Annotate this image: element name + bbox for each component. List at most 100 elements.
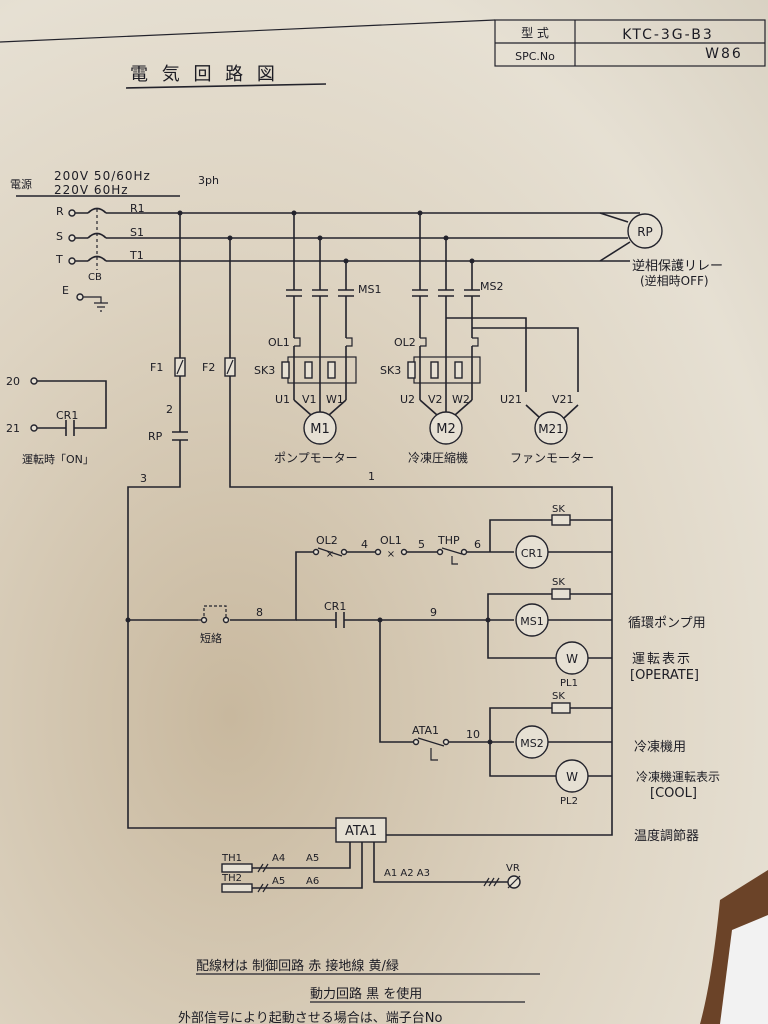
motor-branch-fan: U21 V21 M21 ファンモーター xyxy=(446,317,594,465)
terminal-r: R xyxy=(56,205,64,218)
pl2-label: PL2 xyxy=(560,796,578,807)
sk-label-3: SK xyxy=(552,691,565,702)
sensor-th2: TH2 A5 A6 xyxy=(221,842,363,893)
spc-value: W86 xyxy=(705,46,743,62)
wire-8: 8 xyxy=(256,606,263,619)
terminal-t: T xyxy=(55,253,63,266)
ms2-coil-label: MS2 xyxy=(520,737,543,750)
terminal-t1: T1 xyxy=(129,249,144,262)
ms1-coil-label: MS1 xyxy=(520,615,543,628)
jumper-label: 短絡 xyxy=(200,631,222,645)
label-cool-en: [COOL] xyxy=(650,786,697,801)
m1-label: ポンプモーター xyxy=(274,451,358,465)
svg-text:×: × xyxy=(326,549,334,560)
terminal-w1: W1 xyxy=(326,393,344,406)
motor-branch-1: MS1 OL1 SK3 U1 V1 W1 M1 ポンプモーター xyxy=(254,210,381,465)
label-temp-controller: 温度調節器 xyxy=(634,828,699,844)
terminal-v21: V21 xyxy=(552,393,574,406)
footer-line-3: 外部信号により起動させる場合は、端子台No xyxy=(178,1011,442,1024)
label-operate-jp: 運転表示 xyxy=(632,652,692,667)
sk3-label-2: SK3 xyxy=(380,364,401,377)
ms2-contact-label: MS2 xyxy=(480,280,503,293)
pl1-label: PL1 xyxy=(560,678,578,689)
th1-label: TH1 xyxy=(221,853,242,864)
diagram-title: 電 気 回 路 図 xyxy=(130,64,279,85)
pl2-symbol: W xyxy=(566,770,578,784)
cb-label: CB xyxy=(88,272,102,283)
model-label: 型 式 xyxy=(521,26,549,40)
cr1-contact-label: CR1 xyxy=(324,600,346,613)
external-note: 運転時「ON」 xyxy=(22,453,94,466)
m2-symbol: M2 xyxy=(436,422,456,437)
sensor-th1: TH1 A4 A5 xyxy=(221,842,351,873)
label-operate-en: [OPERATE] xyxy=(630,668,699,683)
wire-9: 9 xyxy=(430,606,437,619)
wire-6: 6 xyxy=(474,538,481,551)
power-line1: 200V 50/60Hz xyxy=(54,169,151,183)
sk-label-1: SK xyxy=(552,504,565,515)
ata1-contact-label: ATA1 xyxy=(412,724,439,737)
ol1-label: OL1 xyxy=(268,336,290,349)
fuse-f1-label: F1 xyxy=(150,361,163,374)
terminal-u21: U21 xyxy=(500,393,522,406)
vr-label: VR xyxy=(506,863,520,874)
a5-label-1: A5 xyxy=(306,853,319,864)
terminal-s1: S1 xyxy=(130,226,144,239)
label-refrig-display: 冷凍機運転表示 xyxy=(636,769,720,784)
rp-note: (逆相時OFF) xyxy=(640,273,709,288)
title-underline xyxy=(125,83,327,89)
motor-m1 xyxy=(303,411,337,445)
cr1-external-label: CR1 xyxy=(56,409,78,422)
motor-branch-2: MS2 OL2 SK3 U2 V2 W2 M2 冷凍圧縮機 xyxy=(380,210,503,465)
motor-m21 xyxy=(534,411,568,445)
power-line2: 220V 60Hz xyxy=(54,183,129,197)
power-label: 電源 xyxy=(10,177,32,191)
wire-3: 3 xyxy=(140,472,147,485)
a6-label: A6 xyxy=(306,876,319,887)
terminal-20: 20 xyxy=(6,375,20,388)
terminal-u2: U2 xyxy=(400,393,415,406)
a5-label-2: A5 xyxy=(272,876,285,887)
footer-line-1: 配線材は 制御回路 赤 接地線 黄/緑 xyxy=(196,958,399,974)
temperature-controller-ata1 xyxy=(335,817,387,843)
rp-symbol: RP xyxy=(637,225,653,239)
wire-10: 10 xyxy=(466,728,480,741)
footer-line-2: 動力回路 黒 を使用 xyxy=(310,986,422,1002)
wire-4: 4 xyxy=(361,538,368,551)
potentiometer-vr: A1 A2 A3 VR xyxy=(373,842,521,889)
fuse-f2-label: F2 xyxy=(202,361,215,374)
pilot-lamp-pl2 xyxy=(555,759,589,793)
m1-symbol: M1 xyxy=(310,422,330,437)
cr1-external-contact xyxy=(65,420,75,436)
rp-contact xyxy=(172,431,188,441)
ata1-box-label: ATA1 xyxy=(345,824,377,839)
ol2-label: OL2 xyxy=(394,336,416,349)
terminal-21: 21 xyxy=(6,422,20,435)
terminal-v2: V2 xyxy=(428,393,443,406)
rp-label: 逆相保護リレー xyxy=(632,258,723,274)
model-value: KTC-3G-B3 xyxy=(622,27,713,43)
ground-icon xyxy=(83,296,108,312)
a1-a2-a3-label: A1 A2 A3 xyxy=(384,868,430,879)
terminal-w2: W2 xyxy=(452,393,470,406)
power-phase: 3ph xyxy=(198,174,219,187)
ol1-contact-label: OL1 xyxy=(380,534,402,547)
sk-label-2: SK xyxy=(552,577,565,588)
wire-2: 2 xyxy=(166,403,173,416)
label-pump: 循環ポンプ用 xyxy=(628,616,706,631)
cr1-contact xyxy=(335,612,345,628)
terminal-u1: U1 xyxy=(275,393,290,406)
terminal-e: E xyxy=(62,284,69,297)
cr1-coil-label: CR1 xyxy=(521,547,543,560)
ol2-contact-label: OL2 xyxy=(316,534,338,547)
terminal-r1: R1 xyxy=(130,202,145,215)
th2-label: TH2 xyxy=(221,873,242,884)
m21-label: ファンモーター xyxy=(510,451,594,465)
a4-label: A4 xyxy=(272,853,285,864)
title-block: 型 式 KTC-3G-B3 SPC.No W86 xyxy=(0,19,766,67)
terminal-v1: V1 xyxy=(302,393,317,406)
label-refrig: 冷凍機用 xyxy=(634,739,686,755)
m2-label: 冷凍圧縮機 xyxy=(408,450,468,465)
